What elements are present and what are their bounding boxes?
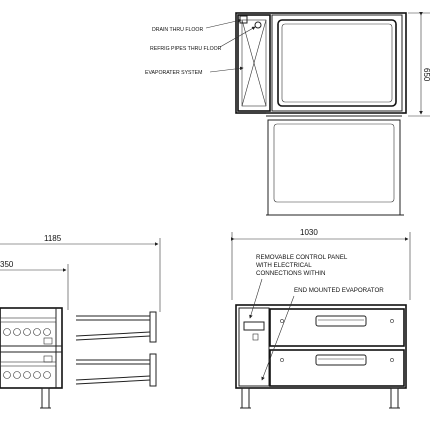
drawer-upper[interactable] bbox=[269, 308, 405, 347]
control-panel-display bbox=[243, 321, 265, 331]
dim-partial-length: 350 bbox=[0, 260, 14, 269]
label-control-panel-3: CONNECTIONS WITHIN bbox=[256, 270, 325, 277]
control-panel[interactable] bbox=[238, 307, 270, 387]
control-panel-switch[interactable] bbox=[252, 333, 259, 341]
front-leg-left bbox=[241, 387, 250, 409]
top-view: DRAIN THRU FLOOR REFRIG PIPES THRU FLOOR… bbox=[145, 12, 430, 216]
refrig-pipe-fitting bbox=[254, 21, 262, 29]
drawer-upper-handle[interactable] bbox=[315, 315, 367, 327]
front-cabinet bbox=[235, 304, 407, 389]
dim-overall-length: 1185 bbox=[44, 234, 62, 243]
label-drain: DRAIN THRU FLOOR bbox=[152, 27, 203, 33]
top-inner-compartment bbox=[277, 19, 397, 107]
drawer-lower-handle[interactable] bbox=[315, 354, 367, 366]
label-end-evaporator: END MOUNTED EVAPORATOR bbox=[294, 287, 384, 294]
drain-fitting bbox=[239, 15, 248, 24]
label-control-panel-2: WITH ELECTRICAL bbox=[256, 262, 312, 269]
top-outer-casing bbox=[235, 12, 407, 114]
front-leg-right bbox=[390, 387, 399, 409]
label-evaporator-system: EVAPORATER SYSTEM bbox=[145, 70, 202, 76]
side-body bbox=[0, 307, 63, 389]
dim-width: 1030 bbox=[300, 228, 318, 237]
extended-drawer-rails bbox=[75, 311, 157, 387]
front-view: 1030 REMOVABLE CONTROL PANEL WITH ELECTR… bbox=[231, 228, 411, 409]
side-leg bbox=[41, 387, 50, 409]
evaporator-cabinet bbox=[237, 14, 271, 112]
runner-wheels bbox=[3, 328, 51, 379]
side-view: 1185 350 bbox=[0, 234, 161, 409]
top-lower-section bbox=[267, 119, 401, 216]
label-refrig-pipes: REFRIG PIPES THRU FLOOR bbox=[150, 46, 222, 52]
dim-depth: 650 bbox=[422, 68, 430, 82]
label-control-panel-1: REMOVABLE CONTROL PANEL bbox=[256, 254, 348, 261]
drawer-lower[interactable] bbox=[269, 349, 405, 387]
